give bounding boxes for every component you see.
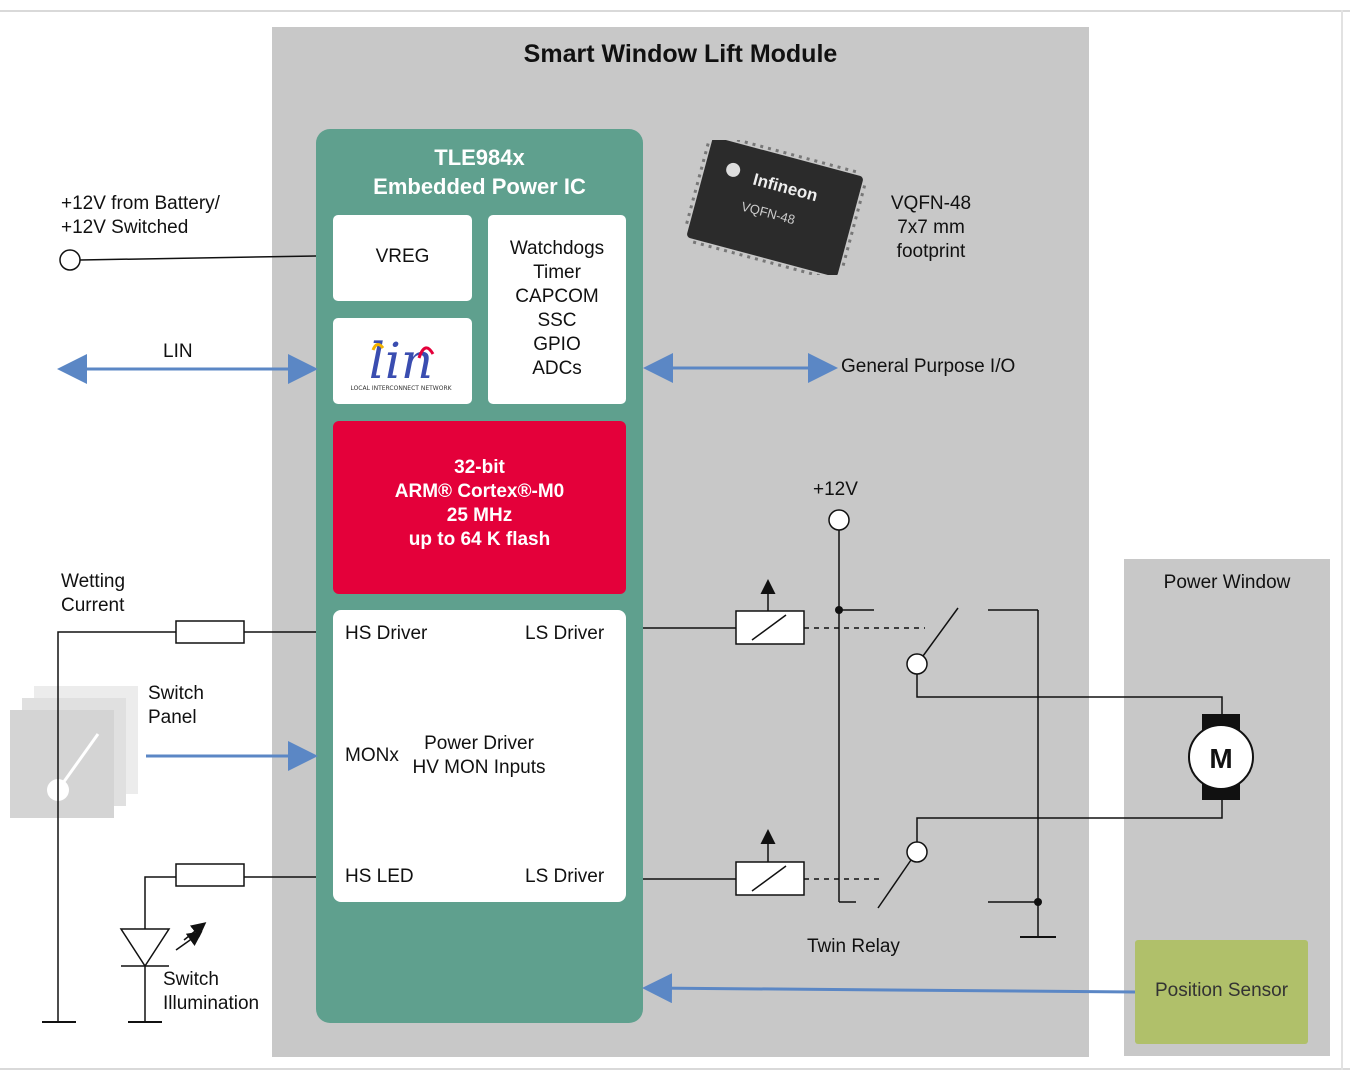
- relay-switch-top-icon: [906, 653, 928, 675]
- peripheral-gpio: GPIO: [533, 334, 581, 355]
- frame-top-line: [0, 10, 1350, 12]
- ic-title-line1: TLE984x: [434, 145, 525, 170]
- vqfn48-chip-photo: Infineon VQFN-48: [683, 140, 867, 275]
- peripheral-timer: Timer: [533, 262, 581, 283]
- gpio-label: General Purpose I/O: [841, 356, 1016, 377]
- cpu-text: 32-bit ARM® Cortex®-M0 25 MHz up to 64 K…: [333, 456, 626, 552]
- battery-terminal-icon: [59, 249, 81, 271]
- package-line2: 7x7 mm: [897, 217, 965, 238]
- ls-driver-top-label: LS Driver: [525, 623, 605, 644]
- power-driver-label: Power Driver HV MON Inputs: [400, 732, 558, 780]
- plus12v-terminal-icon: [828, 509, 850, 531]
- switch-illum-line1: Switch: [163, 969, 219, 990]
- peripheral-capcom: CAPCOM: [515, 286, 599, 307]
- module-title: Smart Window Lift Module: [523, 40, 838, 68]
- twin-relay-label: Twin Relay: [807, 936, 900, 957]
- hs-driver-label: HS Driver: [345, 623, 428, 644]
- motor-icon: M: [1188, 714, 1254, 800]
- lin-logo-box: [333, 318, 472, 404]
- battery-label: +12V from Battery/ +12V Switched: [61, 192, 220, 240]
- hs-led-label: HS LED: [345, 866, 414, 887]
- battery-wire: [79, 255, 317, 261]
- vreg-box: [333, 215, 472, 301]
- wetting-line1: Wetting: [61, 571, 126, 592]
- switch-panel-line2: Panel: [148, 707, 197, 728]
- switch-panel-icon: [10, 686, 138, 818]
- switch-panel-line1: Switch: [148, 683, 204, 704]
- position-sensor-label: Position Sensor: [1154, 980, 1289, 1001]
- monx-label: MONx: [345, 745, 399, 766]
- wetting-wire: [57, 631, 176, 790]
- svg-text:LOCAL INTERCONNECT NETWORK: LOCAL INTERCONNECT NETWORK: [350, 385, 452, 392]
- peripheral-ssc: SSC: [537, 310, 577, 331]
- power-driver-line2: HV MON Inputs: [412, 757, 546, 778]
- driver-box: [333, 610, 626, 902]
- position-sensor-arrow: [642, 973, 1136, 1004]
- switch-illumination-label: Switch Illumination: [163, 968, 259, 1016]
- lin-logo-icon: lin LOCAL INTERCONNECT NETWORK: [350, 332, 452, 392]
- cpu-freq: 25 MHz: [446, 505, 513, 526]
- power-window-label: Power Window: [1163, 572, 1291, 593]
- cpu-core: ARM® Cortex®-M0: [394, 481, 565, 502]
- cpu-flash: up to 64 K flash: [408, 529, 551, 550]
- battery-line1: +12V from Battery/: [61, 193, 220, 214]
- ic-title-line2: Embedded Power IC: [373, 174, 586, 199]
- led-resistor-icon: [175, 863, 245, 887]
- package-line3: footprint: [896, 241, 966, 262]
- battery-line2: +12V Switched: [61, 217, 189, 238]
- wetting-line2: Current: [61, 595, 125, 616]
- frame-right-line: [1341, 10, 1343, 1070]
- ls-driver-bottom-label: LS Driver: [525, 866, 605, 887]
- cpu-bits: 32-bit: [454, 457, 505, 478]
- peripheral-watchdogs: Watchdogs: [509, 238, 605, 259]
- power-driver-line1: Power Driver: [424, 733, 534, 754]
- plus12v-label: +12V: [813, 479, 858, 500]
- frame-bottom-line: [0, 1068, 1350, 1070]
- relay-switch-bottom-icon: [906, 841, 928, 863]
- wetting-resistor-icon: [175, 620, 245, 644]
- cpu-block: [333, 421, 626, 594]
- motor-label: M: [1209, 743, 1232, 774]
- package-label: VQFN-48 7x7 mm footprint: [870, 192, 992, 264]
- switch-illum-line2: Illumination: [163, 993, 260, 1014]
- package-line1: VQFN-48: [890, 193, 972, 214]
- peripherals-box: [488, 215, 626, 404]
- peripherals-list: Watchdogs Timer CAPCOM SSC GPIO ADCs: [488, 237, 626, 381]
- switch-panel-label: Switch Panel: [148, 682, 204, 730]
- peripheral-adcs: ADCs: [532, 358, 582, 379]
- wetting-current-label: Wetting Current: [61, 570, 125, 618]
- position-sensor-box: [1135, 940, 1308, 1044]
- ic-title: TLE984x Embedded Power IC: [316, 143, 643, 201]
- vreg-label: VREG: [375, 246, 430, 267]
- led-diode-icon: [119, 922, 207, 968]
- svg-text:lin: lin: [369, 332, 433, 390]
